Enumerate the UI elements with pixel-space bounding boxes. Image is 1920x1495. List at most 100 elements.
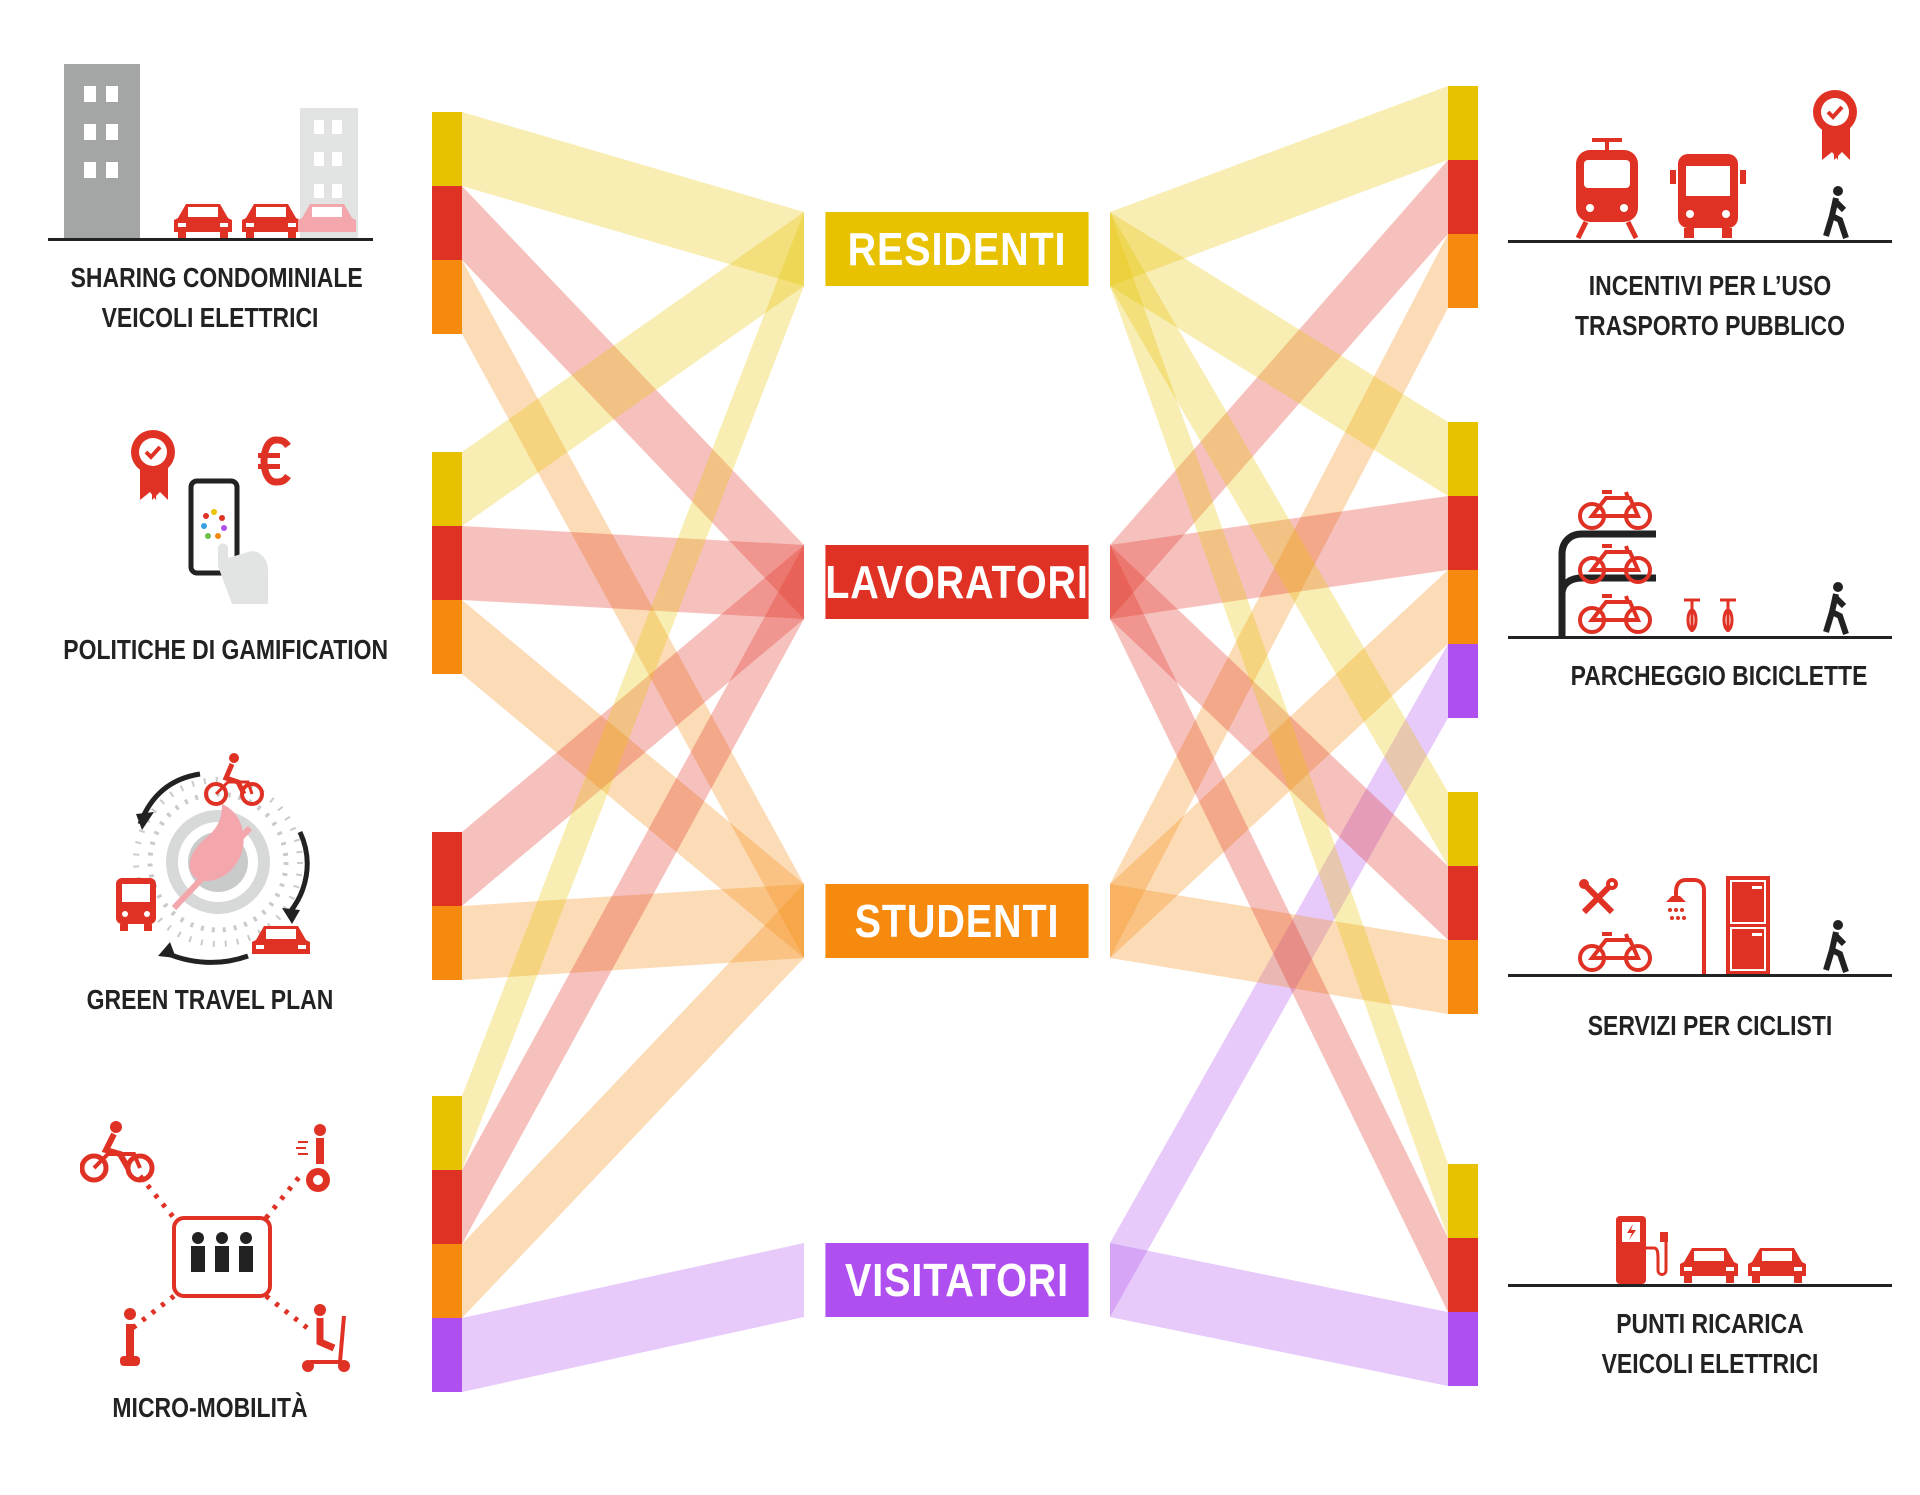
bicycle-icon xyxy=(1578,490,1652,530)
bicycle-icon xyxy=(1578,932,1652,972)
flow-band-parcheggio-lavoratori xyxy=(1110,496,1448,619)
stack-segment-incentivi-residenti xyxy=(1448,86,1478,160)
car-icon xyxy=(1748,1248,1806,1283)
flow-band-parcheggio-residenti xyxy=(1110,212,1448,496)
stack-segment-sharing-studenti xyxy=(432,260,462,334)
flow-band-gamification-residenti xyxy=(462,212,804,526)
flow-band-incentivi-lavoratori xyxy=(1110,160,1448,619)
ground-line xyxy=(1508,1284,1892,1287)
flow-band-micro-residenti xyxy=(462,212,804,1170)
stack-segment-parcheggio-visitatori xyxy=(1448,644,1478,718)
flow-band-gamification-lavoratori xyxy=(462,526,804,619)
stack-segment-gamification-residenti xyxy=(432,452,462,526)
locker-icon xyxy=(1726,876,1770,974)
hub-studenti: STUDENTI xyxy=(825,884,1089,958)
bicycle-icon xyxy=(204,753,264,806)
caption-ricarica: PUNTI RICARICA VEICOLI ELETTRICI xyxy=(1601,1308,1819,1379)
bus-icon xyxy=(1670,154,1746,238)
bicycle-front-icon xyxy=(1684,598,1736,632)
flow-band-incentivi-residenti xyxy=(1110,86,1448,286)
hub-label: STUDENTI xyxy=(854,895,1060,947)
segway-icon xyxy=(296,1124,330,1192)
pedestrian-icon xyxy=(1823,186,1849,239)
stack-segment-micro-residenti xyxy=(432,1096,462,1170)
flow-band-micro-visitatori xyxy=(462,1243,804,1392)
flow-bands xyxy=(462,86,1448,1392)
tram-icon xyxy=(1575,138,1639,240)
caption-green-travel: GREEN TRAVEL PLAN xyxy=(86,984,334,1015)
car-icon xyxy=(1680,1248,1738,1283)
stack-segment-parcheggio-lavoratori xyxy=(1448,496,1478,570)
stack-segment-servizi-studenti xyxy=(1448,940,1478,1014)
stack-segment-micro-visitatori xyxy=(432,1318,462,1392)
hub-visitatori: VISITATORI xyxy=(825,1243,1089,1317)
stack-segment-parcheggio-residenti xyxy=(1448,422,1478,496)
stack-segment-micro-studenti xyxy=(432,1244,462,1318)
stack-segment-green-travel-studenti xyxy=(432,906,462,980)
flow-band-micro-studenti xyxy=(462,884,804,1318)
scooter-icon xyxy=(120,1308,140,1366)
car-icon xyxy=(298,204,356,232)
euro-icon xyxy=(258,436,291,486)
green-travel-cycle-icon xyxy=(133,771,310,965)
flow-band-incentivi-studenti xyxy=(1110,234,1448,958)
stack-segment-ricarica-visitatori xyxy=(1448,1312,1478,1386)
stack-segment-ricarica-residenti xyxy=(1448,1164,1478,1238)
charging-station-icon xyxy=(1616,1216,1668,1284)
ground-line xyxy=(1508,240,1892,243)
stack-segment-gamification-lavoratori xyxy=(432,526,462,600)
stack-segment-incentivi-lavoratori xyxy=(1448,160,1478,234)
flow-band-sharing-residenti xyxy=(462,112,804,286)
award-badge-icon xyxy=(1813,90,1857,160)
car-icon xyxy=(174,204,232,238)
flow-band-servizi-studenti xyxy=(1110,884,1448,1014)
pedestrian-icon xyxy=(1823,920,1849,973)
caption-parcheggio: PARCHEGGIO BICICLETTE xyxy=(1570,660,1868,691)
ground-line xyxy=(1508,974,1892,977)
stack-segment-parcheggio-studenti xyxy=(1448,570,1478,644)
scooter-icon xyxy=(302,1304,350,1372)
flow-band-servizi-lavoratori xyxy=(1110,545,1448,940)
stack-segment-sharing-lavoratori xyxy=(432,186,462,260)
caption-micro: MICRO-MOBILITÀ xyxy=(112,1392,308,1423)
shower-icon xyxy=(1666,878,1706,974)
stack-segment-micro-lavoratori xyxy=(432,1170,462,1244)
bicycle-icon xyxy=(80,1121,155,1183)
stack-segment-gamification-studenti xyxy=(432,600,462,674)
caption-incentivi: INCENTIVI PER L’USO TRASPORTO PUBBLICO xyxy=(1574,270,1846,341)
flow-band-micro-lavoratori xyxy=(462,545,804,1244)
flow-band-ricarica-visitatori xyxy=(1110,1243,1448,1386)
stack-segment-incentivi-studenti xyxy=(1448,234,1478,308)
hub-lavoratori: LAVORATORI xyxy=(825,545,1089,619)
caption-gamification: POLITICHE DI GAMIFICATION xyxy=(63,634,389,665)
flow-band-ricarica-residenti xyxy=(1110,212,1448,1238)
stack-segment-green-travel-lavoratori xyxy=(432,832,462,906)
stack-segment-sharing-residenti xyxy=(432,112,462,186)
bicycle-icon xyxy=(1578,594,1652,634)
bicycle-icon xyxy=(1578,544,1652,584)
car-icon xyxy=(252,926,310,954)
hub-label: VISITATORI xyxy=(844,1254,1070,1306)
flow-band-green-travel-lavoratori xyxy=(462,545,804,906)
award-badge-icon xyxy=(131,430,175,500)
segment-stacks xyxy=(432,86,1478,1392)
flow-band-ricarica-lavoratori xyxy=(1110,545,1448,1312)
caption-sharing: SHARING CONDOMINIALE VEICOLI ELETTRICI xyxy=(70,262,363,333)
flow-band-sharing-lavoratori xyxy=(462,186,804,619)
flow-band-parcheggio-visitatori xyxy=(1110,644,1448,1317)
stack-segment-ricarica-lavoratori xyxy=(1448,1238,1478,1312)
ground-line xyxy=(1508,636,1892,639)
hub-residenti: RESIDENTI xyxy=(825,212,1089,286)
hub-label: LAVORATORI xyxy=(825,556,1089,608)
smartphone-icon xyxy=(188,478,268,604)
micro-mobility-network-icon xyxy=(128,1174,312,1332)
flow-band-sharing-studenti xyxy=(462,260,804,958)
tools-icon xyxy=(1579,878,1618,915)
flow-band-parcheggio-studenti xyxy=(1110,570,1448,958)
stack-segment-servizi-residenti xyxy=(1448,792,1478,866)
flow-band-green-travel-studenti xyxy=(462,884,804,980)
flow-band-servizi-residenti xyxy=(1110,212,1448,866)
flow-band-gamification-studenti xyxy=(462,600,804,958)
building-icon xyxy=(64,64,140,238)
